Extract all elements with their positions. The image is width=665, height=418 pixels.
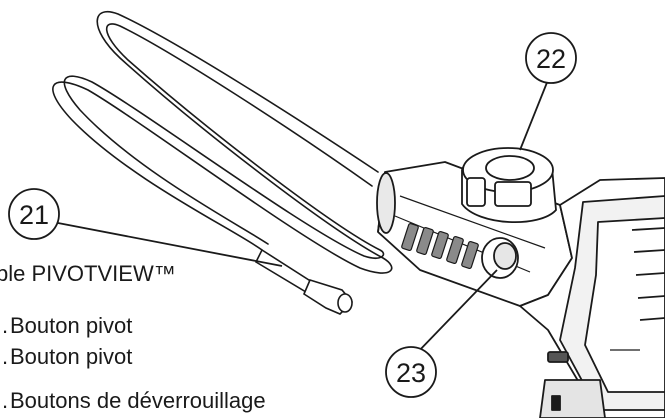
leader-line-22	[519, 79, 549, 151]
unlock-button	[481, 237, 519, 279]
legend-dot-2: .	[2, 344, 8, 369]
rotation-knob	[461, 147, 557, 224]
callout-22-label: 22	[536, 44, 566, 74]
callout-23: 23	[385, 346, 437, 398]
side-grip-ribs	[401, 223, 479, 269]
legend-item-pivot-button-2: Bouton pivot	[10, 344, 132, 369]
legend-item-unlock-buttons: Boutons de déverrouillage	[10, 388, 266, 413]
legend-item-pivot-button-1: Bouton pivot	[10, 313, 132, 338]
leader-lines	[57, 79, 549, 356]
legend-dot-3: .	[2, 388, 8, 413]
legend: ble PIVOTVIEW™ . Bouton pivot . Bouton p…	[0, 261, 266, 413]
callout-22: 22	[525, 32, 577, 84]
leader-line-23	[414, 269, 498, 356]
callout-21: 21	[8, 188, 60, 240]
flexible-cable-coil	[52, 11, 393, 274]
callout-21-label: 21	[19, 200, 49, 230]
legend-dot-1: .	[2, 313, 8, 338]
callout-23-label: 23	[396, 358, 426, 388]
leader-line-21	[57, 222, 283, 267]
display-unit-body	[519, 177, 665, 418]
legend-item-cable: ble PIVOTVIEW™	[0, 261, 176, 286]
camera-probe-tip	[254, 248, 354, 315]
